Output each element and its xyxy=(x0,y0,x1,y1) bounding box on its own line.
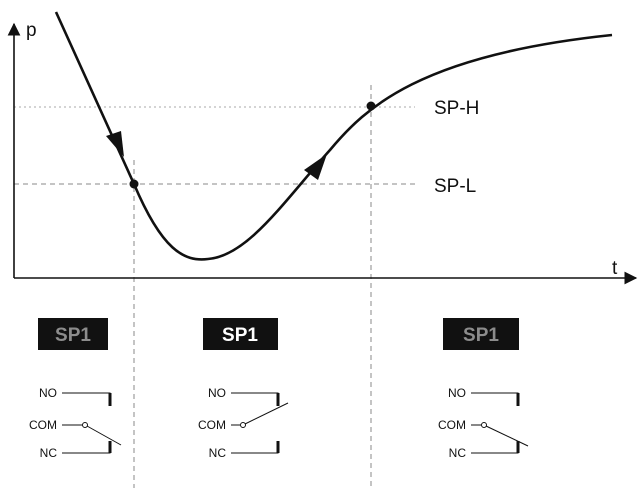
switch-pivot-2 xyxy=(240,422,246,428)
sp1-badge-bg-3 xyxy=(443,318,519,350)
switch-no-terminal-3 xyxy=(471,392,519,406)
sp-l-switch-point xyxy=(129,179,139,189)
sp1-badge-bg-1 xyxy=(38,318,108,350)
switch-no-terminal-1 xyxy=(62,392,111,406)
switch-nc-label-3: NC xyxy=(449,446,467,460)
switch-nc-label-1: NC xyxy=(40,446,58,460)
sp-l-label: SP-L xyxy=(434,176,476,197)
curve-direction-arrow-up xyxy=(304,154,327,180)
switch-pivot-3 xyxy=(481,422,487,428)
output-panel-3: SP1 NO COM NC xyxy=(438,318,529,460)
switch-com-label-3: COM xyxy=(438,418,466,432)
switch-no-label-3: NO xyxy=(448,386,466,400)
sp-h-switch-point xyxy=(366,101,376,111)
switch-nc-terminal-1 xyxy=(62,441,111,454)
output-panel-1: SP1 NO COM NC xyxy=(29,318,122,460)
y-axis-label: p xyxy=(26,20,37,41)
output-panel-2: SP1 NO COM NC xyxy=(198,318,289,460)
sp1-badge-2: SP1 xyxy=(222,325,258,346)
switch-pivot-1 xyxy=(82,422,88,428)
switch-nc-terminal-2 xyxy=(231,441,279,454)
sp1-badge-1: SP1 xyxy=(55,325,91,346)
switch-no-label-2: NO xyxy=(208,386,226,400)
switch-contact-3 xyxy=(485,425,529,447)
sp1-badge-3: SP1 xyxy=(463,325,499,346)
switch-nc-label-2: NC xyxy=(209,446,227,460)
switch-no-terminal-2 xyxy=(231,392,279,406)
curve-direction-arrow-down xyxy=(106,131,124,157)
pressure-curve xyxy=(54,11,613,261)
x-axis-label: t xyxy=(612,258,618,279)
sp-h-label: SP-H xyxy=(434,98,479,119)
switch-contact-2 xyxy=(244,402,289,425)
switch-com-label-1: COM xyxy=(29,418,57,432)
switch-com-label-2: COM xyxy=(198,418,226,432)
switch-contact-1 xyxy=(86,425,122,446)
sp1-badge-bg-2 xyxy=(203,318,278,350)
switch-no-label-1: NO xyxy=(39,386,57,400)
switch-nc-terminal-3 xyxy=(471,441,519,454)
